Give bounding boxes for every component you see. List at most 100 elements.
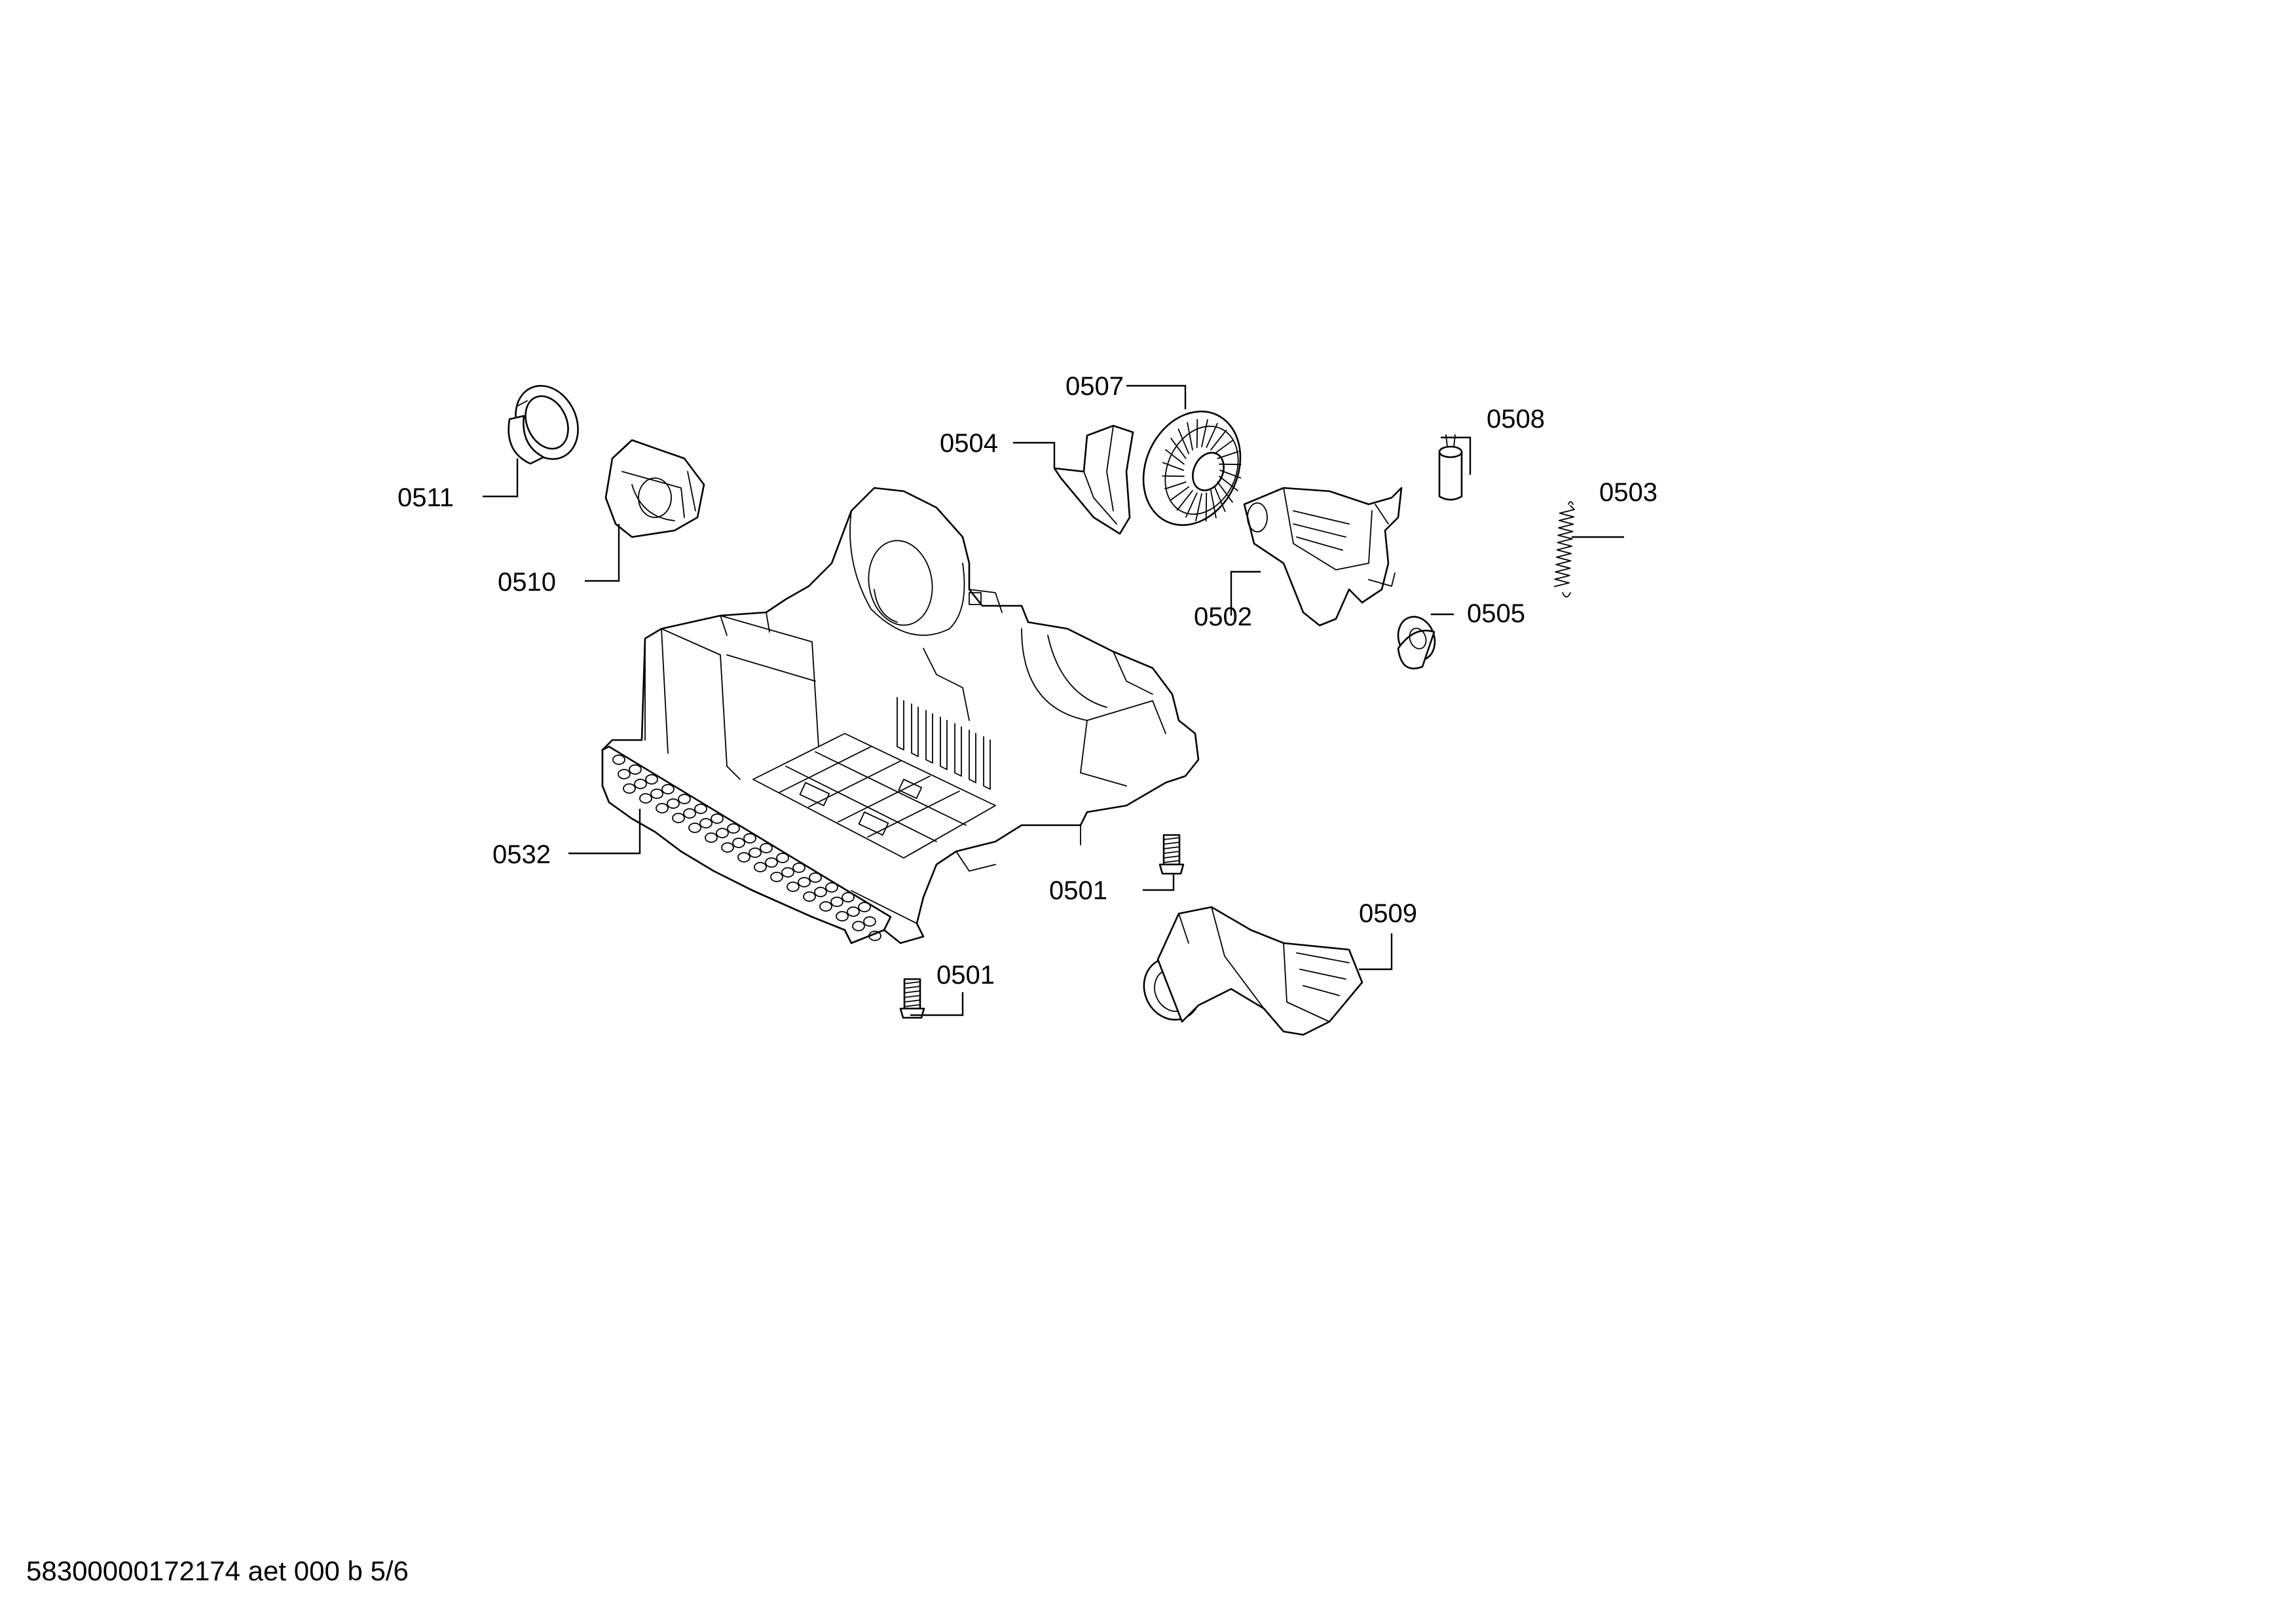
grille-cell — [612, 754, 625, 765]
frame-rib — [897, 697, 904, 751]
fan-blade — [1201, 418, 1208, 447]
grille-cell — [743, 833, 756, 844]
grille-cell — [629, 764, 642, 775]
grille-cell — [798, 877, 811, 887]
screw-thread — [1163, 837, 1180, 840]
grille-cell — [711, 813, 724, 824]
grille-cell — [749, 847, 762, 858]
grille-cell — [765, 857, 778, 868]
grille-cell — [634, 779, 647, 789]
fan-blade — [1217, 481, 1233, 503]
label-0502: 0502 — [1194, 603, 1252, 631]
grille-cell — [688, 823, 701, 833]
grille-cell — [814, 887, 827, 897]
grille-cell — [819, 901, 832, 912]
grille-cell — [732, 838, 745, 848]
fan-blade — [1165, 449, 1185, 465]
grille-cell — [656, 803, 669, 813]
air-guide-icon — [1053, 424, 1134, 535]
grille-cell — [645, 774, 658, 785]
grille-cell — [825, 882, 838, 893]
grille-cell — [721, 842, 734, 853]
label-0510: 0510 — [498, 568, 556, 597]
frame-rib — [983, 736, 991, 790]
grille-cell — [842, 892, 855, 902]
drawing-reference-footer: 58300000172174 aet 000 b 5/6 — [26, 1555, 409, 1586]
grille-cell — [770, 872, 783, 882]
screw-thread — [904, 999, 921, 1003]
screw-thread — [904, 1004, 921, 1007]
grille-cell — [792, 863, 805, 873]
screw-thread — [904, 995, 921, 998]
air-duct-icon — [1143, 906, 1363, 1036]
grille-cell — [705, 832, 718, 843]
grille-cell — [650, 789, 663, 799]
label-0507: 0507 — [1065, 372, 1124, 401]
grille-cell — [694, 804, 707, 814]
fan-blade — [1213, 486, 1226, 512]
grille-cell — [699, 818, 713, 828]
fan-blade — [1213, 439, 1234, 455]
label-0509: 0509 — [1359, 899, 1417, 928]
screw-thread — [904, 990, 921, 994]
fan-blade — [1219, 463, 1242, 466]
fan-blade — [1162, 462, 1184, 471]
grille-cell — [667, 798, 680, 809]
grille-cell — [776, 853, 789, 863]
frame-rib — [925, 710, 933, 764]
frame-rib — [969, 730, 976, 783]
screw-thread — [904, 986, 921, 989]
fan-blade — [1195, 493, 1202, 522]
tension-spring-icon — [1553, 501, 1575, 598]
grille-cell — [727, 823, 740, 834]
grille-cell — [716, 828, 729, 838]
grille-cell — [661, 784, 675, 794]
grille-cell — [754, 862, 767, 872]
fan-blade — [1196, 418, 1198, 449]
screw-thread — [904, 981, 921, 984]
frame-rib — [911, 703, 919, 757]
base-frame-icon — [601, 487, 1200, 944]
grille-cell — [836, 911, 849, 921]
screw-thread — [1163, 860, 1180, 863]
fan-housing-icon — [604, 439, 705, 538]
fan-blade — [1206, 422, 1218, 449]
frame-rib — [954, 723, 962, 777]
grille-cell — [868, 931, 881, 941]
fan-blade — [1187, 422, 1193, 451]
fan-wheel-icon — [1142, 410, 1242, 527]
grille-cell — [683, 808, 696, 819]
screw-thread — [1163, 855, 1180, 859]
grille-cell — [639, 793, 652, 804]
grille-cell — [678, 794, 691, 804]
screw-thread — [1163, 842, 1180, 845]
fan-blade — [1205, 492, 1208, 522]
leader-lines — [483, 384, 1624, 1016]
fan-blade — [1169, 486, 1190, 502]
fan-blade — [1164, 481, 1187, 490]
grille-cell — [830, 897, 843, 907]
grille-cell — [787, 882, 800, 892]
screw-thread — [1163, 846, 1180, 849]
motor-icon — [1243, 487, 1403, 627]
fan-blade — [1219, 470, 1242, 479]
fan-blade — [1177, 428, 1190, 455]
fan-blade — [1176, 490, 1193, 511]
label-0501-upper: 0501 — [1049, 876, 1107, 905]
fan-blade — [1185, 492, 1198, 518]
fan-blade — [1217, 451, 1239, 459]
grille-cell — [781, 867, 794, 878]
grille-cell — [623, 783, 636, 794]
label-0505: 0505 — [1467, 599, 1525, 628]
fan-blade — [1210, 430, 1227, 451]
label-0532: 0532 — [492, 840, 551, 869]
label-0511: 0511 — [398, 483, 454, 512]
grille-cell — [618, 769, 631, 779]
pulley-icon — [1397, 616, 1436, 670]
ring-collar-icon — [508, 384, 579, 465]
fan-blade — [1219, 475, 1238, 492]
grille-cell — [737, 852, 750, 863]
capacitor-icon — [1438, 434, 1463, 501]
